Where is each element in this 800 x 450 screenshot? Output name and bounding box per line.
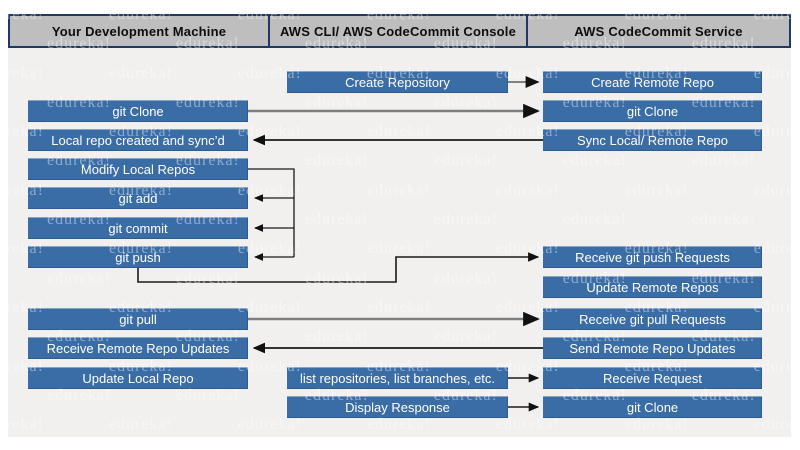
box-git-clone-service: git Clone bbox=[543, 100, 762, 122]
box-sync-local-remote-repo: Sync Local/ Remote Repo bbox=[543, 129, 762, 151]
box-receive-remote-repo-updates: Receive Remote Repo Updates bbox=[28, 337, 248, 359]
box-git-clone-dev: git Clone bbox=[28, 100, 248, 122]
column-header-cli-console: AWS CLI/ AWS CodeCommit Console bbox=[268, 16, 526, 46]
box-git-clone-response: git Clone bbox=[543, 396, 762, 418]
box-create-remote-repo: Create Remote Repo bbox=[543, 71, 762, 93]
box-git-commit: git commit bbox=[28, 217, 248, 239]
box-receive-git-push-requests: Receive git push Requests bbox=[543, 246, 762, 268]
box-local-repo-synced: Local repo created and sync’d bbox=[28, 129, 248, 151]
column-header-codecommit-service: AWS CodeCommit Service bbox=[526, 16, 789, 46]
box-create-repository: Create Repository bbox=[287, 71, 508, 93]
box-update-local-repo: Update Local Repo bbox=[28, 367, 248, 389]
box-send-remote-repo-updates: Send Remote Repo Updates bbox=[543, 337, 762, 359]
column-header-dev-machine: Your Development Machine bbox=[51, 23, 227, 39]
box-git-pull: git pull bbox=[28, 308, 248, 330]
column-header-row: Your Development Machine AWS CLI/ AWS Co… bbox=[8, 14, 791, 48]
box-display-response: Display Response bbox=[287, 396, 508, 418]
box-update-remote-repos: Update Remote Repos bbox=[543, 276, 762, 298]
box-receive-git-pull-requests: Receive git pull Requests bbox=[543, 308, 762, 330]
box-list-repositories: list repositories, list branches, etc. bbox=[287, 367, 508, 389]
box-modify-local-repos: Modify Local Repos bbox=[28, 158, 248, 180]
box-receive-request: Receive Request bbox=[543, 367, 762, 389]
box-git-push: git push bbox=[28, 246, 248, 268]
box-git-add: git add bbox=[28, 187, 248, 209]
